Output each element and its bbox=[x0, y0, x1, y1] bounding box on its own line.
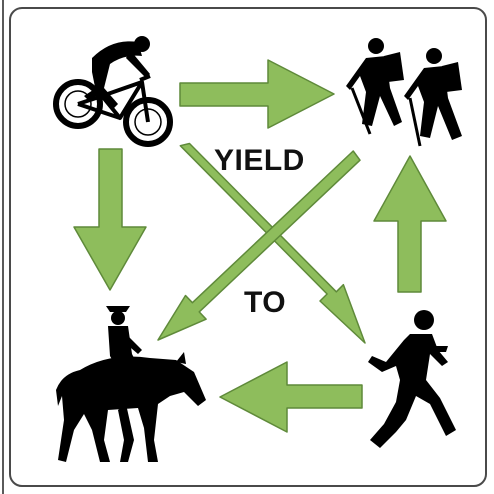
yield-label: YIELD bbox=[214, 144, 305, 178]
to-label: TO bbox=[244, 286, 286, 320]
